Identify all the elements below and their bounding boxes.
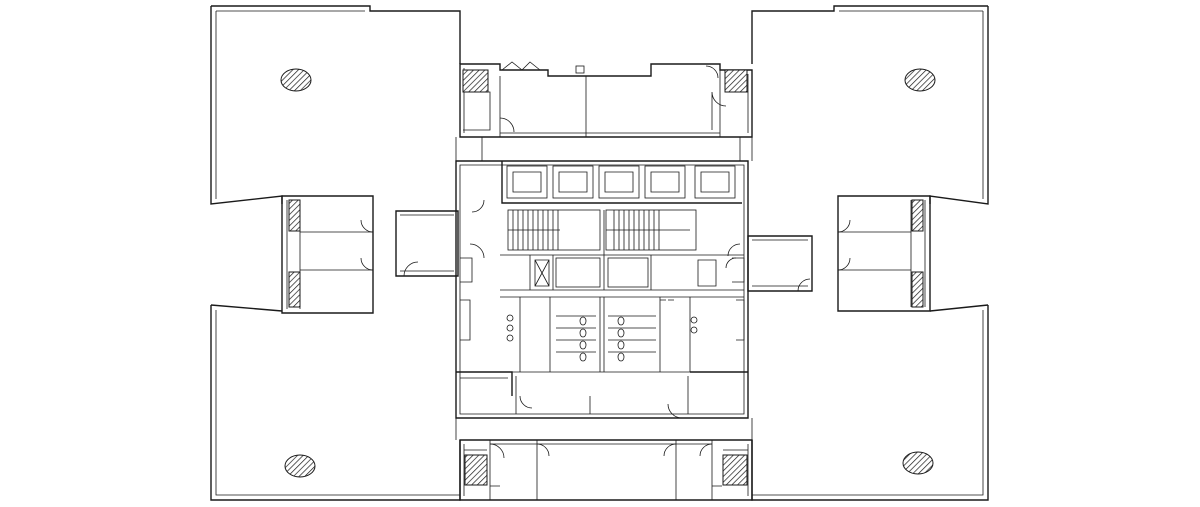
column-north-west [280, 68, 312, 92]
annex-east [747, 195, 931, 312]
column-north-east [904, 68, 936, 92]
column-south-west [284, 454, 316, 478]
core [455, 137, 749, 419]
wing-south-west [210, 304, 461, 501]
restrooms [500, 296, 744, 373]
annex-south [459, 439, 753, 501]
stairwell-west [507, 209, 601, 251]
stairwell-east [605, 209, 697, 251]
annex-north [459, 61, 753, 138]
wing-north-west [210, 5, 461, 205]
wing-north-east [751, 5, 989, 205]
wing-south-east [751, 304, 989, 501]
corridor-walls [455, 137, 753, 440]
elevator-bank [501, 161, 742, 204]
column-south-east [902, 451, 934, 475]
annex-west [281, 195, 459, 314]
